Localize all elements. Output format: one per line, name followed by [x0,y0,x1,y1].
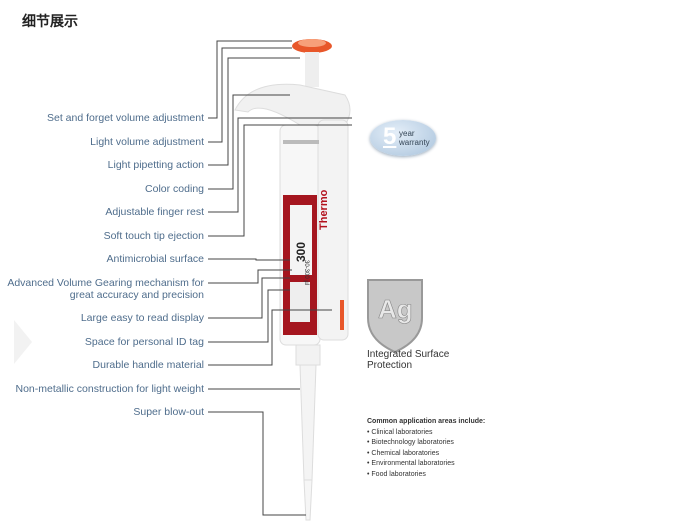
list-item: • Food laboratories [367,470,426,478]
volume-display: 300 [294,242,308,262]
warranty-line1: year [399,129,415,138]
label-finger-rest: Adjustable finger rest [105,206,204,218]
list-item: • Environmental laboratories [367,460,455,467]
label-id-tag: Space for personal ID tag [84,336,204,348]
label-gearing-2: great accuracy and precision [69,289,204,301]
pipette-illustration [234,39,351,521]
volume-range: 30-300 µl [303,260,309,285]
list-item: • Biotechnology laboratories [367,439,454,446]
label-light-pipetting: Light pipetting action [107,159,204,171]
leader-lines [208,40,352,516]
label-display: Large easy to read display [80,312,204,324]
page-title: 细节展示 [22,13,78,29]
warranty-years: 5 [383,123,397,150]
list-item: • Chemical laboratories [367,449,440,457]
label-set-and-forget: Set and forget volume adjustment [46,112,204,124]
integrated-surface-caption: Integrated Surface Protection [367,349,449,371]
label-gearing-1: Advanced Volume Gearing mechanism for [7,277,204,289]
ag-symbol: Ag [378,294,413,324]
applications-heading: Common application areas include: [367,418,486,425]
label-tip-ejection: Soft touch tip ejection [103,230,204,242]
label-non-metallic: Non-metallic construction for light weig… [15,383,205,395]
label-antimicrobial: Antimicrobial surface [106,253,204,265]
brand-logo: Thermo [318,189,330,230]
list-item: • Clinical laboratories [367,428,433,436]
caption-line1: Integrated Surface [367,349,450,360]
antimicrobial-badge [367,279,423,354]
prev-arrow[interactable] [14,320,32,364]
label-blow-out: Super blow-out [133,406,204,418]
applications-list: Common application areas include: • Clin… [367,417,485,480]
warranty-line2: warranty [399,138,430,147]
label-handle: Durable handle material [92,359,204,371]
label-color-coding: Color coding [145,183,204,195]
caption-line2: Protection [367,360,413,371]
label-light-volume: Light volume adjustment [90,136,204,148]
